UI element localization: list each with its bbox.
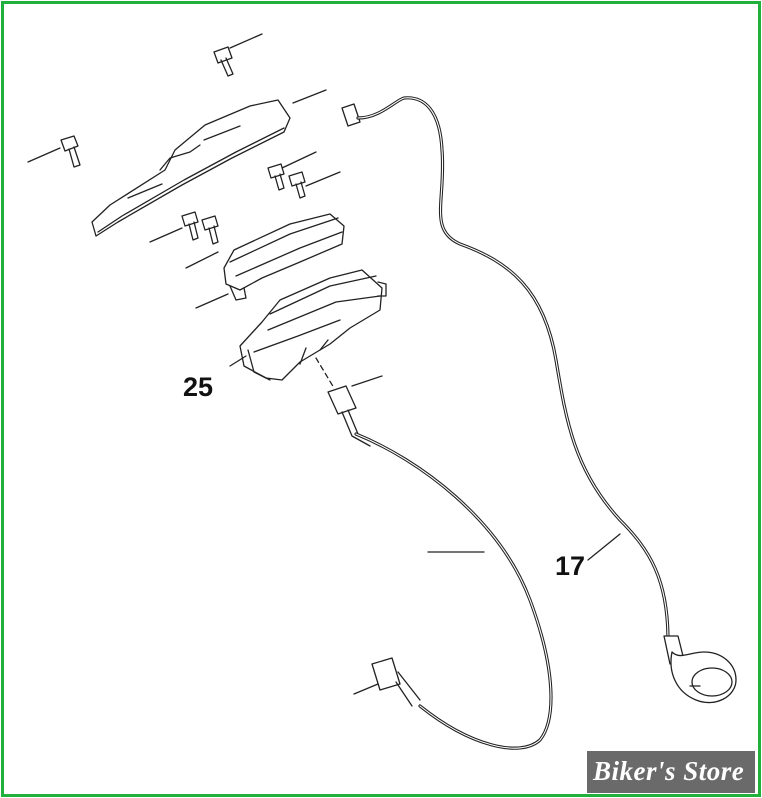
watermark-logo: Biker's Store — [587, 751, 755, 793]
leader-line — [351, 375, 383, 387]
leader-line — [292, 89, 327, 104]
gauge-module-upper — [195, 213, 345, 309]
leader-line — [185, 251, 219, 269]
screw-pair-left — [149, 211, 219, 269]
long-cable — [341, 96, 737, 704]
leader-line — [27, 147, 61, 163]
gauge-module-lower — [229, 269, 387, 381]
leader-line — [149, 227, 183, 243]
leader-line — [229, 33, 263, 49]
leader-line — [353, 683, 379, 695]
part-number-17-label: 17 — [555, 551, 586, 581]
leader-line — [281, 151, 317, 169]
watermark-text: Biker's Store — [593, 756, 745, 786]
screw-left — [27, 135, 81, 168]
part-number-25-label: 25 — [183, 372, 214, 402]
alignment-dashed-line — [315, 357, 335, 389]
screw-top — [213, 33, 263, 77]
screw-pair-right — [267, 151, 341, 199]
center-harness — [327, 375, 553, 750]
leader-line — [587, 533, 621, 561]
instrument-cover — [91, 89, 327, 237]
leader-line — [229, 355, 247, 367]
leader-line — [305, 171, 341, 187]
leader-line — [195, 293, 229, 309]
